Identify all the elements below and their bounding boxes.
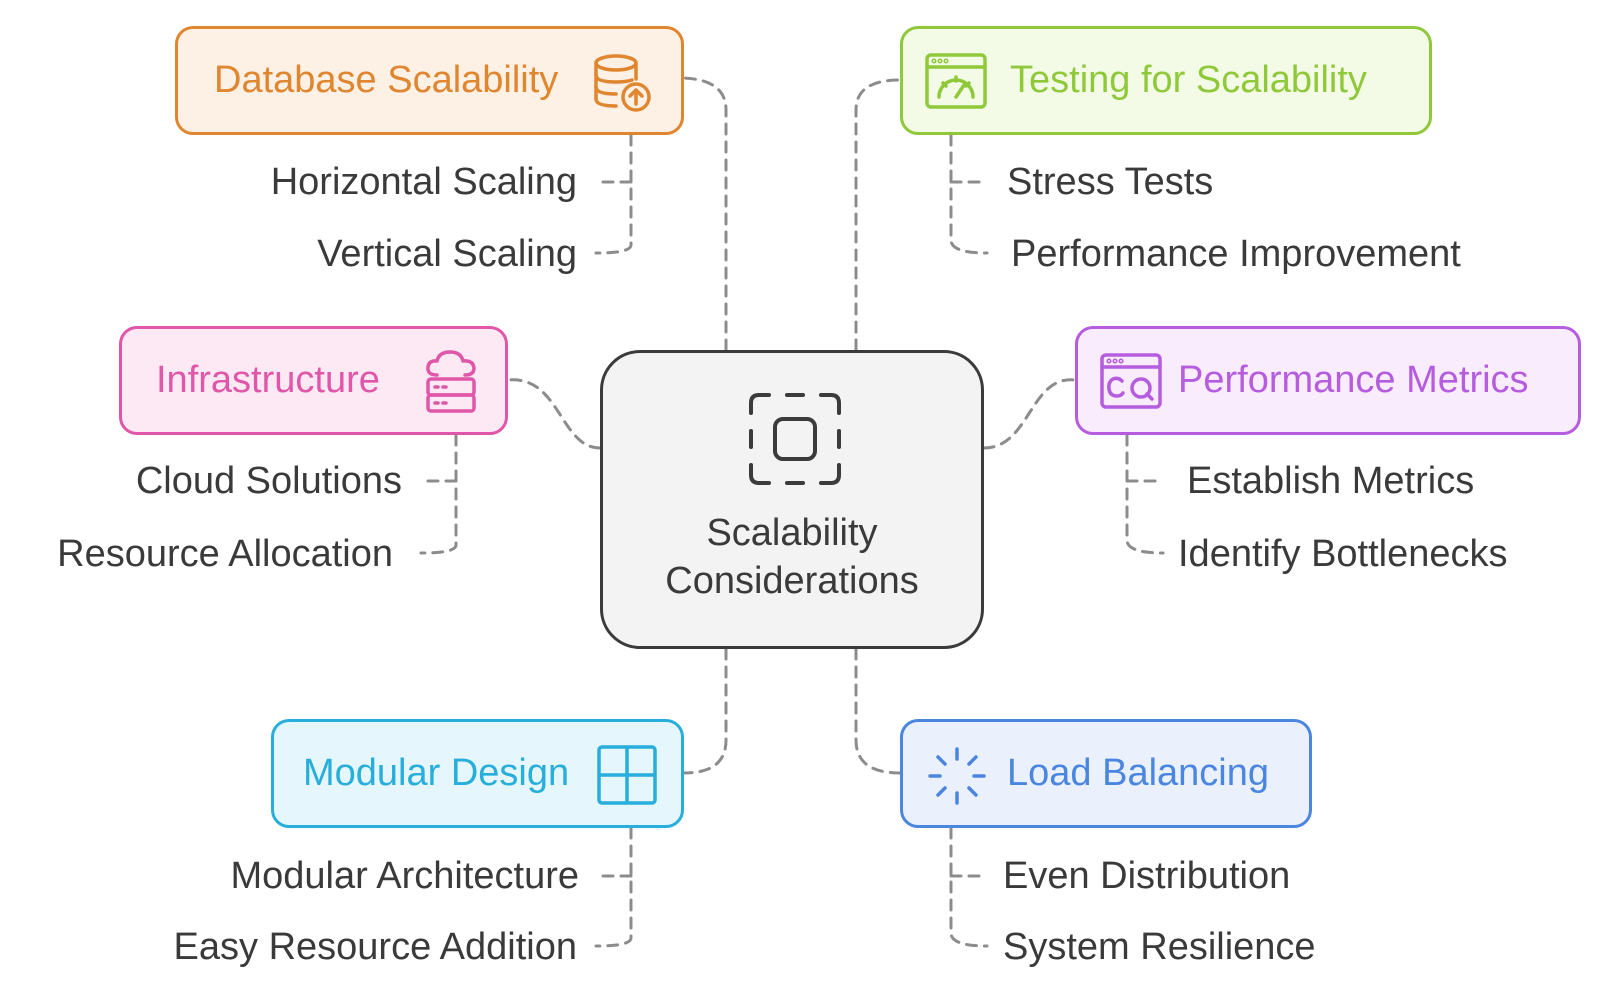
center-title-line1: Scalability [706,512,878,554]
leaf-even-distribution: Even Distribution [1003,855,1291,897]
leaf-resource-allocation: Resource Allocation [57,533,393,575]
leaf-vertical-scaling: Vertical Scaling [317,233,577,275]
center-title: Scalability Considerations [603,509,981,605]
node-load-balancing: Load Balancing [900,719,1312,828]
leaf-stress-tests: Stress Tests [1007,161,1214,203]
node-modular-design: Modular Design [271,719,684,828]
leaf-system-resilience: System Resilience [1003,926,1316,968]
center-title-line2: Considerations [665,560,919,602]
node-title: Load Balancing [1007,752,1269,794]
node-title: Performance Metrics [1178,359,1529,401]
loader-icon [928,747,986,805]
leaf-identify-bottlenecks: Identify Bottlenecks [1178,533,1508,575]
node-database-scalability: Database Scalability [175,26,684,135]
browser-metrics-icon [1100,353,1162,409]
node-performance-metrics: Performance Metrics [1075,326,1581,435]
cloud-server-icon [426,350,476,413]
dashed-square-icon [749,393,841,485]
leaf-performance-improvement: Performance Improvement [1011,233,1461,275]
node-title: Infrastructure [156,359,380,401]
node-infrastructure: Infrastructure [119,326,508,435]
leaf-horizontal-scaling: Horizontal Scaling [270,161,577,203]
node-testing-for-scalability: Testing for Scalability [900,26,1432,135]
leaf-cloud-solutions: Cloud Solutions [135,460,402,502]
leaf-modular-architecture: Modular Architecture [230,855,580,897]
database-upload-icon [594,54,651,112]
node-title: Database Scalability [214,59,559,101]
center-node: Scalability Considerations [600,350,984,649]
node-title: Testing for Scalability [1010,59,1367,101]
grid-icon [597,745,657,805]
browser-gauge-icon [925,53,987,109]
node-title: Modular Design [303,752,570,794]
leaf-establish-metrics: Establish Metrics [1187,460,1475,502]
leaf-easy-resource-addition: Easy Resource Addition [173,926,577,968]
